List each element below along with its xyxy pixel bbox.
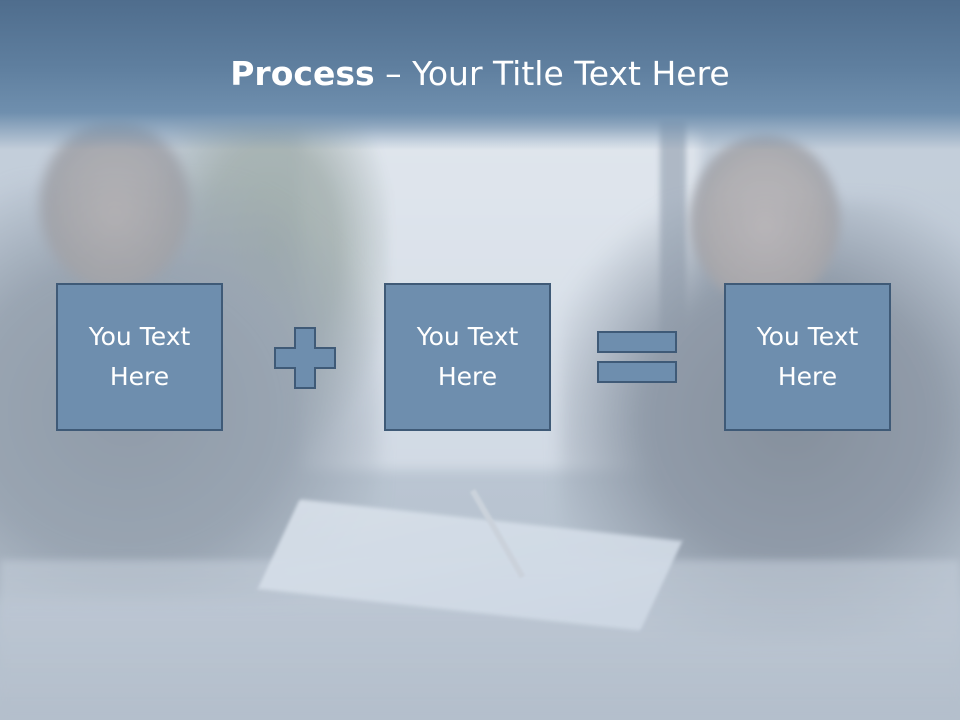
process-box-1: You Text Here — [56, 283, 223, 431]
title-bold-text: Process — [230, 54, 375, 93]
process-box-1-label: You Text Here — [88, 322, 191, 391]
process-box-3: You Text Here — [724, 283, 891, 431]
title-rest-text: – Your Title Text Here — [374, 54, 730, 93]
equals-icon — [597, 331, 677, 383]
background-person-right-head — [690, 135, 840, 305]
process-box-2-label: You Text Here — [416, 322, 519, 391]
plus-icon — [274, 327, 336, 389]
process-box-2: You Text Here — [384, 283, 551, 431]
process-box-3-label: You Text Here — [756, 322, 859, 391]
title-band — [0, 0, 960, 150]
slide-title: Process – Your Title Text Here — [0, 52, 960, 96]
